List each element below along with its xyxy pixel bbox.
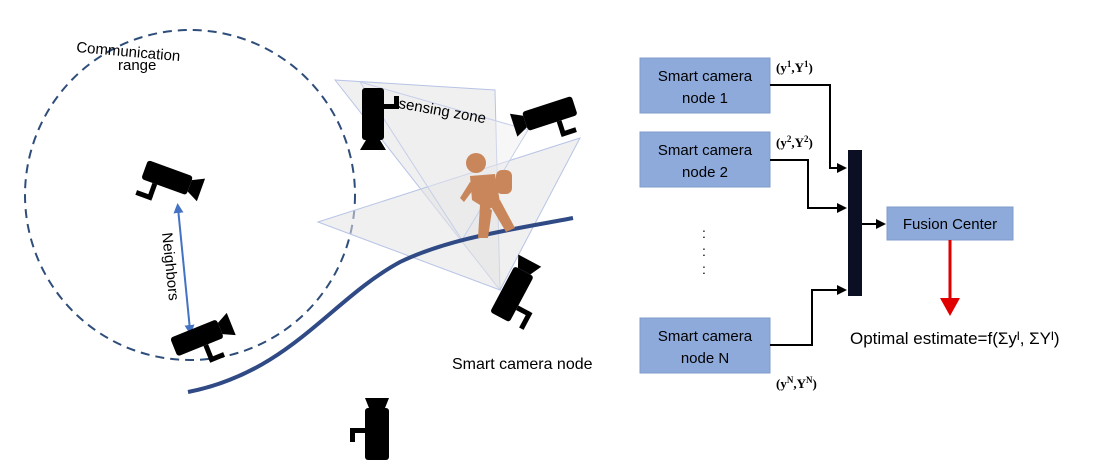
node-n-connector <box>770 285 847 346</box>
camera-icon <box>170 312 236 363</box>
camera-icon <box>491 254 542 330</box>
node-1-output-label: (y1,Y1) <box>776 59 813 75</box>
node-2-output-label: (y2,Y2) <box>776 134 813 150</box>
node-box-2: Smart camera node 2 <box>639 131 771 188</box>
node-1-line-1: Smart camera <box>658 68 753 85</box>
node-box-n: Smart camera node N <box>639 317 771 374</box>
communication-range-label-2: range <box>118 57 156 74</box>
node-box-1: Smart camera node 1 <box>639 57 771 114</box>
node-1-line-2: node 1 <box>682 90 728 107</box>
node-2-line-2: node 2 <box>682 164 728 181</box>
ellipsis-3: : <box>702 261 706 277</box>
smart-camera-node-label: Smart camera node <box>452 356 593 373</box>
ellipsis-2: : <box>702 243 706 259</box>
output-arrowhead <box>940 298 960 316</box>
fusion-bar <box>848 150 862 296</box>
node-2-line-1: Smart camera <box>658 142 753 159</box>
camera-icon <box>135 160 206 202</box>
neighbors-arrow <box>173 203 195 335</box>
fusion-center-box: Fusion Center <box>886 206 1014 241</box>
fusion-center-label: Fusion Center <box>903 216 997 233</box>
person-icon <box>460 153 515 238</box>
node-n-line-1: Smart camera <box>658 328 753 345</box>
ellipsis-1: : <box>702 225 706 241</box>
neighbors-label: Neighbors <box>158 232 182 302</box>
node-2-connector <box>770 159 847 213</box>
camera-icon <box>360 88 399 150</box>
node-n-output-label: (yN,YN) <box>776 375 817 391</box>
node-n-line-2: node N <box>681 350 729 367</box>
camera-icon <box>350 398 389 460</box>
communication-range-circle <box>24 29 356 361</box>
camera-icon <box>509 96 577 137</box>
node-1-connector <box>770 84 847 173</box>
optimal-estimate-label: Optimal estimate=f(Σyᴵ, ΣYᴵ) <box>850 329 1060 348</box>
